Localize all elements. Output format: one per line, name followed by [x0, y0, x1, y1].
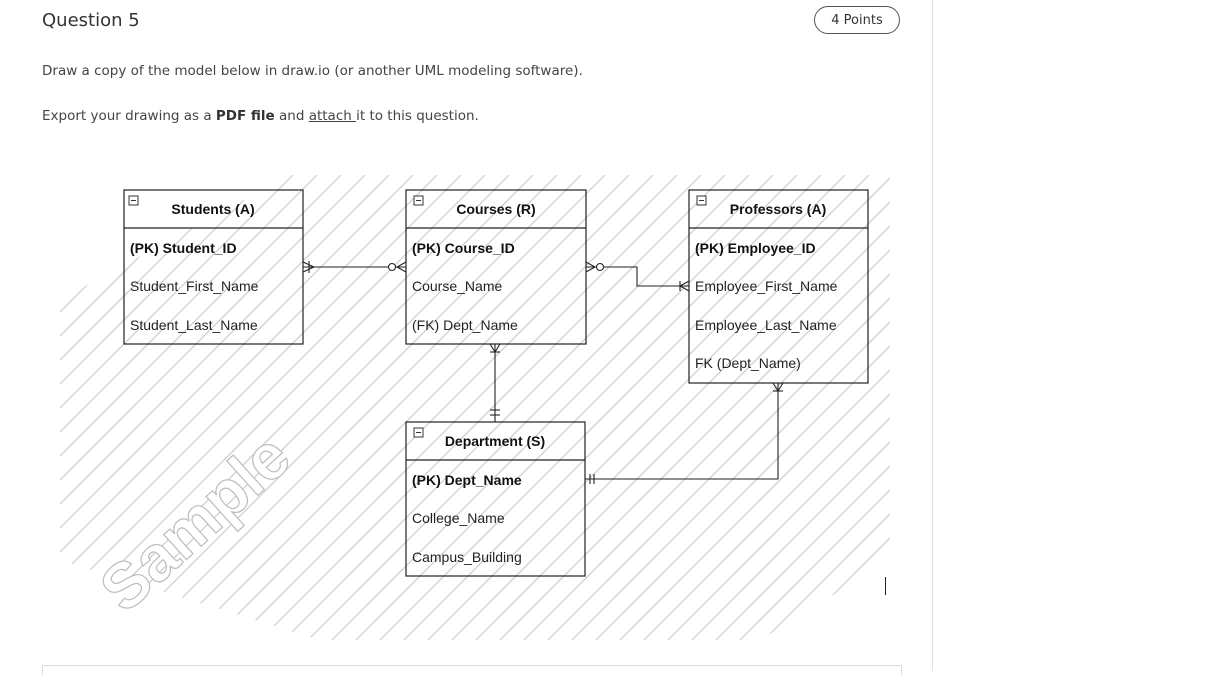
collapse-icon	[128, 195, 139, 206]
hatch-line	[511, 175, 890, 640]
entity-field: Student_Last_Name	[130, 317, 258, 333]
hatch-line	[559, 175, 890, 640]
hatch-line	[871, 175, 890, 640]
instruction-prefix: Export your drawing as a	[42, 108, 216, 124]
entity-department: Department (S) (PK) Dept_Name College_Na…	[405, 421, 586, 577]
hatch-line	[60, 175, 757, 640]
entity-title: Department (S)	[445, 433, 545, 449]
panel-divider	[932, 0, 933, 671]
text-cursor	[885, 577, 886, 595]
er-diagram-svg: Sample Students (A) (PK) Student_ID Stud…	[60, 0, 932, 671]
hatch-line	[847, 175, 890, 640]
hatch-line	[103, 175, 805, 640]
entity-field: Student_First_Name	[130, 278, 259, 294]
entity-students: Students (A) (PK) Student_ID Student_Fir…	[123, 189, 304, 345]
hatch-line	[60, 175, 397, 640]
hatch-line	[271, 175, 890, 640]
hatch-line	[343, 175, 890, 640]
hatch-line	[60, 175, 541, 640]
hatch-line	[415, 175, 890, 640]
hatch-line	[79, 175, 781, 640]
hatch-line	[175, 175, 877, 640]
hatch-line	[319, 175, 890, 640]
hatch-line	[439, 175, 890, 640]
hatch-line	[367, 175, 890, 640]
collapse-icon	[413, 427, 424, 438]
entity-field: (PK) Dept_Name	[412, 472, 522, 488]
entity-field: Campus_Building	[412, 549, 522, 565]
watermark-text: Sample	[86, 420, 303, 626]
hatch-line	[151, 175, 853, 640]
hatch-line	[60, 175, 733, 640]
collapse-icon	[413, 195, 424, 206]
hatch-line	[60, 175, 469, 640]
entity-title: Courses (R)	[456, 201, 535, 217]
answer-box[interactable]	[42, 665, 902, 675]
hatch-line	[679, 175, 890, 640]
entity-field: College_Name	[412, 510, 505, 526]
entity-field: FK (Dept_Name)	[695, 355, 801, 371]
hatch-line	[583, 175, 890, 640]
hatch-line	[127, 175, 829, 640]
hatch-line	[60, 175, 565, 640]
instruction-mid: and	[274, 108, 309, 124]
hatch-line	[295, 175, 890, 640]
entity-field: Employee_Last_Name	[695, 317, 837, 333]
hatch-line	[223, 175, 890, 640]
er-diagram-image: Sample Students (A) (PK) Student_ID Stud…	[60, 0, 932, 671]
hatch-line	[60, 175, 421, 640]
collapse-icon	[696, 195, 707, 206]
hatch-line	[823, 175, 890, 640]
hatch-line	[247, 175, 890, 640]
hatch-line	[775, 175, 890, 640]
hatch-line	[799, 175, 890, 640]
entity-courses: Courses (R) (PK) Course_ID Course_Name (…	[405, 189, 587, 345]
entity-title: Professors (A)	[730, 201, 826, 217]
points-badge: 4 Points	[814, 6, 900, 34]
question-title: Question 5	[42, 10, 140, 31]
attach-link[interactable]: attach	[308, 108, 357, 124]
entity-field: (PK) Course_ID	[412, 240, 515, 256]
hatch-line	[655, 175, 890, 640]
entity-field: (FK) Dept_Name	[412, 317, 518, 333]
hatch-line	[60, 175, 613, 640]
instruction-line-2: Export your drawing as a PDF file and at…	[42, 108, 479, 124]
hatch-line	[607, 175, 890, 640]
hatch-line	[60, 175, 493, 640]
hatch-line	[60, 175, 445, 640]
entity-professors: Professors (A) (PK) Employee_ID Employee…	[688, 189, 869, 384]
entity-field: (PK) Employee_ID	[695, 240, 816, 256]
instruction-suffix: it to this question.	[356, 108, 479, 124]
entity-field: (PK) Student_ID	[130, 240, 237, 256]
instruction-bold: PDF file	[215, 108, 275, 124]
entity-field: Employee_First_Name	[695, 278, 838, 294]
hatch-pattern	[60, 0, 932, 671]
hatch-line	[391, 175, 890, 640]
hatch-line	[535, 175, 890, 640]
hatch-line	[703, 175, 890, 640]
instruction-line-1: Draw a copy of the model below in draw.i…	[42, 63, 583, 79]
hatch-line	[60, 175, 589, 640]
hatch-line	[60, 175, 637, 640]
hatch-line	[60, 175, 517, 640]
entity-field: Course_Name	[412, 278, 502, 294]
hatch-line	[751, 175, 890, 640]
hatch-line	[487, 175, 890, 640]
hatch-line	[896, 0, 932, 671]
hatch-line	[463, 175, 890, 640]
hatch-line	[199, 175, 890, 640]
hatch-line	[631, 175, 890, 640]
hatch-line	[727, 175, 890, 640]
relationship-lines	[302, 261, 784, 484]
entity-title: Students (A)	[171, 201, 254, 217]
